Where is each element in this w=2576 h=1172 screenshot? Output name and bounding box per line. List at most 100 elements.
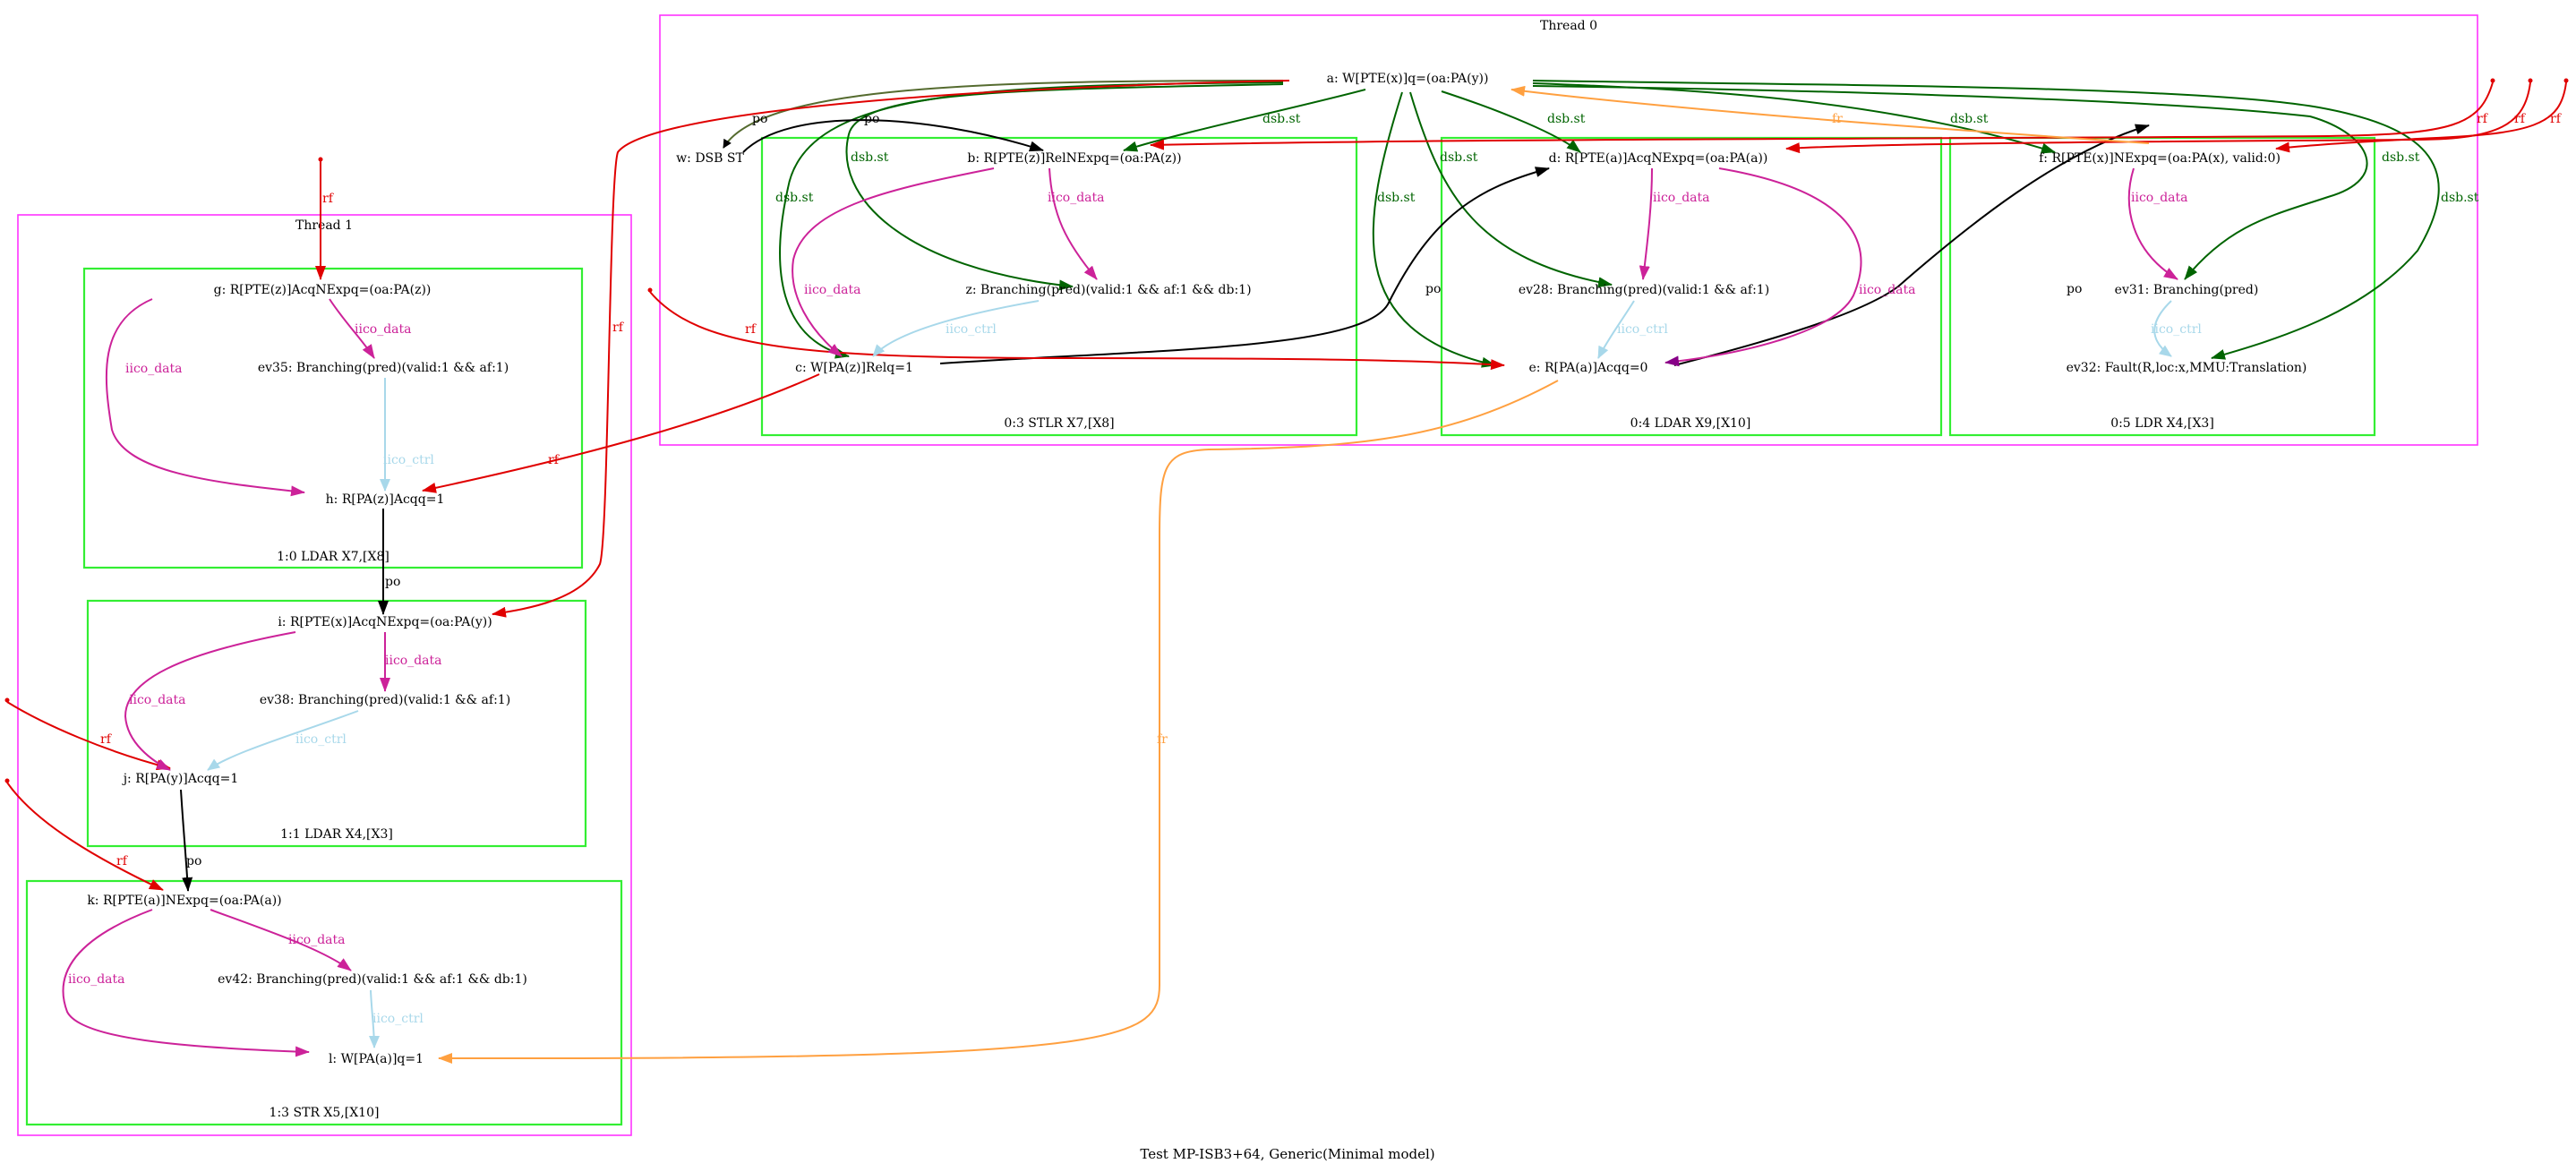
edge-j-to-k [180, 789, 193, 892]
edge-w-to-b [742, 119, 1044, 153]
node-i: i: R[PTE(x)]AcqNExpq=(oa:PA(y)) [278, 615, 492, 629]
edge-c-to-d [939, 167, 1550, 364]
label-fr-f-a: fr [1832, 112, 1843, 126]
edge-k-to-ev42 [210, 909, 352, 971]
edge-rf-c-to-h [422, 373, 820, 493]
label-dsb-st-a-z: dsb.st [851, 150, 889, 165]
thread-0-label: Thread 0 [1540, 19, 1597, 33]
edge-b-to-z [1048, 167, 1098, 280]
edge-a-to-d [1441, 90, 1581, 153]
rf-edges [4, 78, 2569, 891]
label-dsb-st-a-e: dsb.st [1377, 191, 1416, 205]
rf-source-dot-j [4, 697, 10, 703]
edge-a-to-ev32 [1532, 80, 2440, 360]
edge-g-to-ev35 [329, 298, 375, 359]
rf-source-dot-k [4, 778, 10, 783]
edge-k-to-l [62, 909, 310, 1057]
label-po-c-d: po [1425, 282, 1441, 296]
edge-d-to-e [1665, 167, 1862, 367]
node-h: h: R[PA(z)]Acqq=1 [326, 492, 445, 507]
label-rf-f: rf [2550, 112, 2563, 126]
event-nodes: a: W[PTE(x)]q=(oa:PA(y)) w: DSB ST b: R[… [87, 72, 2306, 1066]
label-dsb-st-a-ev31: dsb.st [2382, 150, 2420, 165]
label-rf-e: rf [745, 322, 757, 337]
label-po-w-b: po [864, 112, 879, 126]
edge-labels: po po po po po po dsb.st dsb.st dsb.st d… [68, 112, 2563, 1026]
fr-edges [438, 85, 2150, 1064]
instruction-label-0-4: 0:4 LDAR X9,[X10] [1630, 416, 1751, 431]
label-dsb-st-a-d: dsb.st [1547, 112, 1586, 126]
graph-caption: Test MP-ISB3+64, Generic(Minimal model) [1140, 1146, 1434, 1162]
edge-ev31-to-ev32 [2153, 300, 2172, 357]
edge-a-to-w [723, 80, 1284, 149]
instruction-label-1-1: 1:1 LDAR X4,[X3] [280, 827, 393, 842]
label-iico-data-i-ev38: iico_data [385, 654, 442, 668]
node-ev31: ev31: Branching(pred) [2115, 283, 2259, 297]
edge-ev42-to-l [368, 989, 380, 1048]
node-c: c: W[PA(z)]Relq=1 [795, 361, 913, 375]
label-iico-data-b-c: iico_data [804, 283, 861, 297]
thread-0-cluster: Thread 0 [659, 14, 2478, 446]
thread-0-box [659, 14, 2478, 446]
label-iico-data-i-j: iico_data [129, 693, 186, 707]
node-f: f: R[PTE(x)]NExpq=(oa:PA(x), valid:0) [2039, 151, 2281, 166]
instruction-label-1-3: 1:3 STR X5,[X10] [270, 1106, 380, 1120]
thread-1-box [17, 214, 632, 1136]
node-j: j: R[PA(y)]Acqq=1 [122, 772, 239, 786]
label-iico-ctrl-ev38-j: iico_ctrl [295, 732, 347, 747]
label-po-j-k: po [186, 854, 201, 868]
node-w: w: DSB ST [676, 151, 744, 166]
edge-rf-to-f [2275, 81, 2567, 153]
thread-1-cluster: Thread 1 [17, 214, 632, 1136]
edge-rf-a-to-i [492, 80, 1290, 618]
edge-g-to-h [105, 298, 305, 497]
node-ev35: ev35: Branching(pred)(valid:1 && af:1) [258, 361, 509, 375]
instruction-box-0-3 [760, 136, 1358, 437]
thread-1-label: Thread 1 [295, 218, 353, 233]
label-rf-j: rf [100, 732, 113, 747]
node-g: g: R[PTE(z)]AcqNExpq=(oa:PA(z)) [214, 283, 432, 297]
label-iico-ctrl-ev28-e: iico_ctrl [1617, 322, 1668, 337]
label-rf-b: rf [2477, 112, 2489, 126]
label-iico-data-b-z: iico_data [1048, 191, 1105, 205]
edge-rf-to-b [1150, 81, 2494, 150]
label-iico-data-g-ev35: iico_data [355, 322, 412, 337]
label-dsb-st-a-ev32: dsb.st [2441, 191, 2479, 205]
node-a: a: W[PTE(x)]q=(oa:PA(y)) [1327, 72, 1489, 86]
label-rf-d: rf [2514, 112, 2527, 126]
label-iico-ctrl-ev31-ev32: iico_ctrl [2151, 322, 2202, 337]
node-ev28: ev28: Branching(pred)(valid:1 && af:1) [1519, 283, 1769, 297]
edge-ev28-to-e [1597, 300, 1635, 359]
edge-a-to-e [1372, 91, 1496, 368]
node-ev42: ev42: Branching(pred)(valid:1 && af:1 &&… [218, 972, 527, 987]
node-k: k: R[PTE(a)]NExpq=(oa:PA(a)) [87, 894, 281, 908]
instruction-label-0-3: 0:3 STLR X7,[X8] [1004, 416, 1114, 431]
label-po-h-i: po [385, 575, 400, 589]
label-iico-data-k-ev42: iico_data [288, 933, 346, 947]
edge-rf-to-d [1785, 81, 2531, 154]
label-rf-h: rf [548, 453, 561, 467]
edge-a-to-ev28 [1409, 91, 1613, 288]
label-iico-data-g-h: iico_data [125, 362, 183, 376]
dsb-st-edges [723, 80, 2440, 368]
label-iico-data-k-l: iico_data [68, 972, 125, 987]
iico-ctrl-edges [207, 300, 2172, 1048]
label-dsb-st-a-c: dsb.st [775, 191, 814, 205]
instruction-box-0-4 [1440, 136, 1943, 437]
label-iico-ctrl-z-c: iico_ctrl [946, 322, 997, 337]
label-rf-i: rf [612, 321, 625, 335]
rf-source-dot-g [318, 157, 323, 162]
edge-ev38-to-j [207, 710, 359, 771]
instruction-box-1-3 [25, 879, 623, 1126]
node-ev32: ev32: Fault(R,loc:x,MMU:Translation) [2067, 361, 2307, 375]
edge-i-to-j [124, 631, 296, 771]
node-ev38: ev38: Branching(pred)(valid:1 && af:1) [260, 693, 510, 707]
edge-rf-to-e [649, 291, 1505, 371]
edge-a-to-z [845, 83, 1284, 291]
label-iico-data-d-e: iico_data [1859, 283, 1916, 297]
edge-a-to-ev31 [1532, 85, 2368, 280]
label-dsb-st-a-ev28: dsb.st [1440, 150, 1478, 165]
label-po-a-w: po [752, 112, 767, 126]
edge-fr-e-to-l [438, 380, 1559, 1064]
